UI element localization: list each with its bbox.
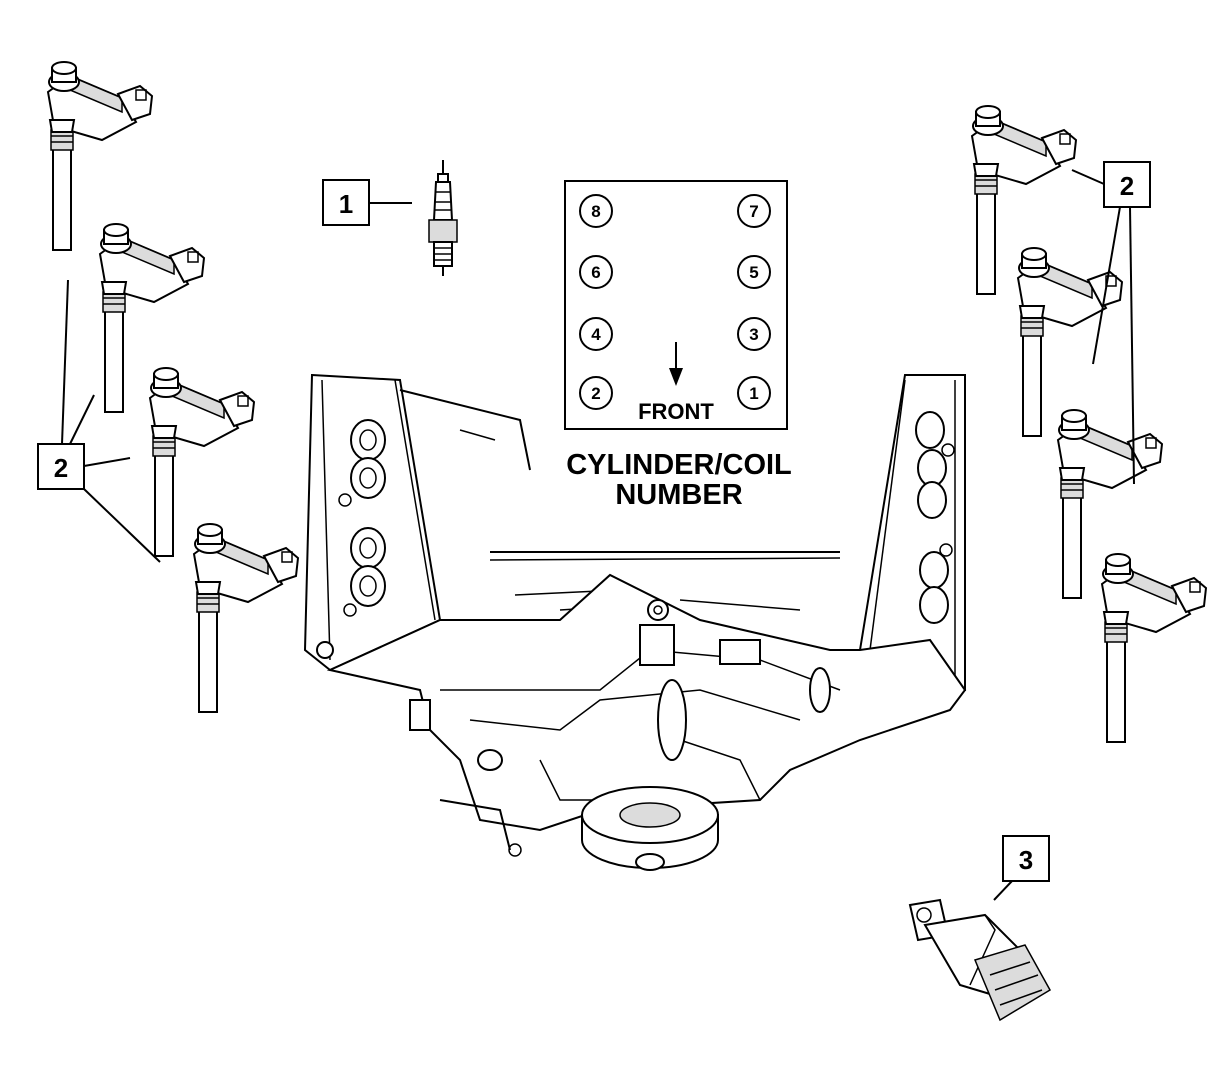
- callout-1: 1: [322, 179, 412, 226]
- svg-text:3: 3: [749, 325, 758, 344]
- cylinder-5: 5: [737, 255, 771, 289]
- svg-text:5: 5: [749, 263, 758, 282]
- svg-text:4: 4: [591, 325, 601, 344]
- svg-text:2: 2: [54, 453, 68, 483]
- cylinder-2: 2: [579, 376, 613, 410]
- cylinder-1: 1: [737, 376, 771, 410]
- ignition-coil-right-4: [1101, 553, 1207, 743]
- cylinder-8: 8: [579, 194, 613, 228]
- chart-caption-line1: CYLINDER/COIL: [566, 449, 792, 481]
- cylinder-3: 3: [737, 317, 771, 351]
- cylinder-6: 6: [579, 255, 613, 289]
- svg-text:3: 3: [1019, 845, 1033, 875]
- ignition-coil-left-4: [193, 523, 299, 713]
- ignition-coil-left-1: [47, 61, 153, 251]
- svg-text:8: 8: [591, 202, 600, 221]
- callout-3: 3: [993, 835, 1050, 901]
- sensor-module: [908, 898, 1052, 1022]
- svg-text:1: 1: [749, 384, 758, 403]
- cylinder-4: 4: [579, 317, 613, 351]
- svg-text:6: 6: [591, 263, 600, 282]
- svg-text:7: 7: [749, 202, 758, 221]
- callout-2-left: 2: [37, 279, 161, 563]
- front-label: FRONT: [638, 399, 714, 424]
- callout-2-right: 2: [1071, 161, 1151, 485]
- ignition-coil-right-2: [1017, 247, 1123, 437]
- firing-order-chart: 8 7 6 5 4 3 2 1 FRONT CYLINDER/COIL NUMB…: [564, 180, 792, 511]
- svg-text:2: 2: [1120, 171, 1134, 201]
- svg-text:2: 2: [591, 384, 600, 403]
- engine-block: [303, 373, 967, 871]
- front-arrow-icon: [669, 342, 683, 386]
- cylinder-7: 7: [737, 194, 771, 228]
- chart-caption-line2: NUMBER: [615, 479, 742, 511]
- spark-plug: [428, 160, 458, 276]
- svg-text:1: 1: [339, 189, 353, 219]
